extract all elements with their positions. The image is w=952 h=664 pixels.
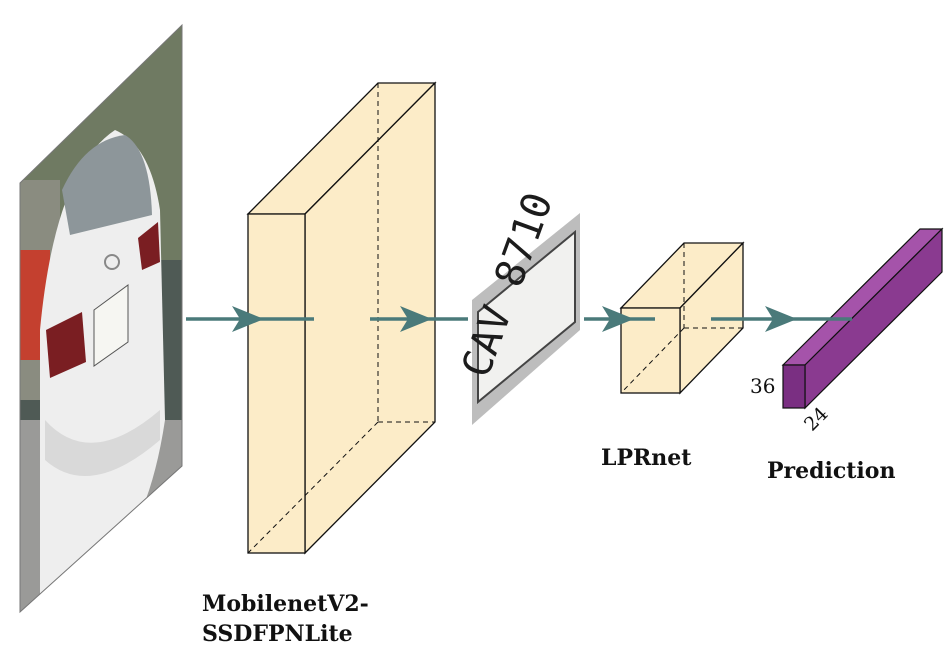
license-plate-crop: CAV 8710 — [453, 187, 580, 425]
arrowhead-4 — [765, 306, 797, 332]
arrow-heads — [232, 306, 797, 332]
prediction-label: Prediction — [767, 458, 896, 484]
detector-label: MobilenetV2- SSDFPNLite — [202, 589, 369, 649]
arrowhead-3 — [602, 306, 634, 332]
arrowhead-1 — [232, 306, 264, 332]
detector-label-line2: SSDFPNLite — [202, 621, 353, 647]
arrowhead-2 — [400, 306, 432, 332]
lprnet-label: LPRnet — [601, 445, 692, 471]
prediction-tensor — [781, 227, 944, 410]
prediction-height-label: 36 — [750, 374, 776, 398]
input-car-image — [20, 25, 182, 612]
detector-block — [246, 81, 437, 555]
detector-label-line1: MobilenetV2- — [202, 591, 369, 617]
